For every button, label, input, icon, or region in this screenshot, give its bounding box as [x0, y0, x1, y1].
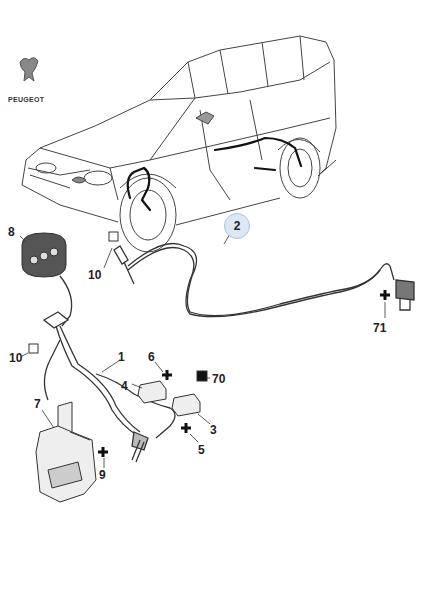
callout-number: 2 — [234, 220, 241, 232]
callout-number: 3 — [210, 424, 217, 436]
callout-number: 9 — [99, 469, 106, 481]
callout-number: 6 — [148, 351, 155, 363]
callout-number: 10 — [9, 352, 22, 364]
callout-number: 5 — [198, 444, 205, 456]
callout-number: 70 — [212, 373, 225, 385]
callout-number: 10 — [88, 269, 101, 281]
callout-number: 71 — [373, 322, 386, 334]
brand-name: PEUGEOT — [8, 96, 44, 103]
callout-circle: 2 — [224, 213, 250, 239]
callout-number: 8 — [8, 226, 15, 238]
callout-number: 7 — [34, 398, 41, 410]
callout-number: 4 — [121, 380, 128, 392]
callout-number: 1 — [118, 351, 125, 363]
